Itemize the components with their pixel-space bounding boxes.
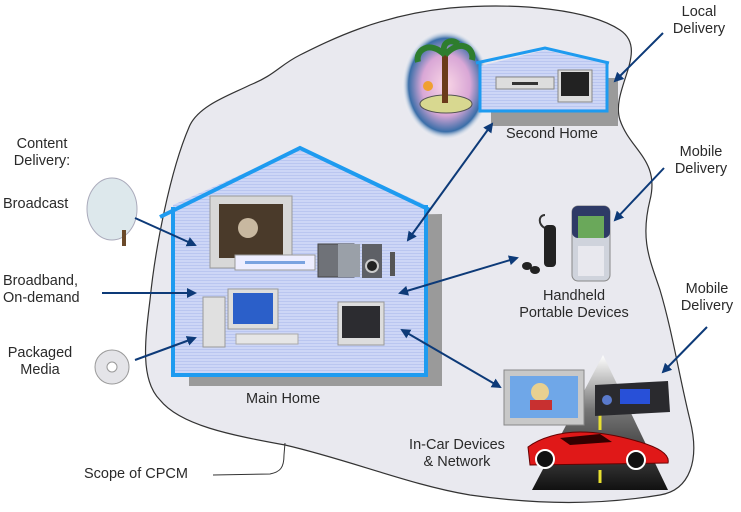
mp3-player-icon xyxy=(522,214,556,274)
local-delivery-label: Local Delivery xyxy=(672,4,726,37)
hifi-stereo-icon xyxy=(317,243,395,278)
crt-monitor-icon xyxy=(337,301,385,346)
packaged-media-label: Packaged Media xyxy=(7,345,73,378)
dvd-player-icon xyxy=(234,254,316,271)
handheld-label: Handheld Portable Devices xyxy=(519,288,629,321)
mobile-delivery-label-1: Mobile Delivery xyxy=(674,144,728,177)
mobile-phone-icon xyxy=(571,205,611,282)
scope-leader-line xyxy=(212,442,286,476)
in-car-label: In-Car Devices & Network xyxy=(409,437,505,470)
content-delivery-heading: Content Delivery: xyxy=(13,136,71,169)
mobile-delivery-arrow-2 xyxy=(661,326,708,374)
second-home-label: Second Home xyxy=(506,126,598,142)
main-to-car-arrow xyxy=(400,328,502,389)
broadcast-label: Broadcast xyxy=(3,196,69,212)
mobile-delivery-label-2: Mobile Delivery xyxy=(680,281,734,314)
second-home-house xyxy=(475,46,618,126)
sports-car-icon xyxy=(527,431,669,470)
satellite-dish-icon xyxy=(86,177,138,246)
main-to-handheld-arrow xyxy=(398,255,519,296)
broadband-label: Broadband, On-demand xyxy=(3,273,80,306)
main-to-second-home-arrow xyxy=(406,122,494,242)
packaged-media-arrow xyxy=(134,336,197,361)
local-delivery-arrow xyxy=(613,32,664,83)
broadcast-arrow xyxy=(134,217,197,247)
island-icon xyxy=(402,30,490,140)
cd-disc-icon xyxy=(94,349,130,385)
car-stereo-icon xyxy=(595,381,670,416)
mobile-delivery-arrow-1 xyxy=(613,167,665,222)
main-home-label: Main Home xyxy=(246,391,321,407)
desktop-computer-icon xyxy=(202,288,299,348)
scope-of-cpcm-label: Scope of CPCM xyxy=(84,466,188,482)
car-screen-icon xyxy=(503,369,585,426)
